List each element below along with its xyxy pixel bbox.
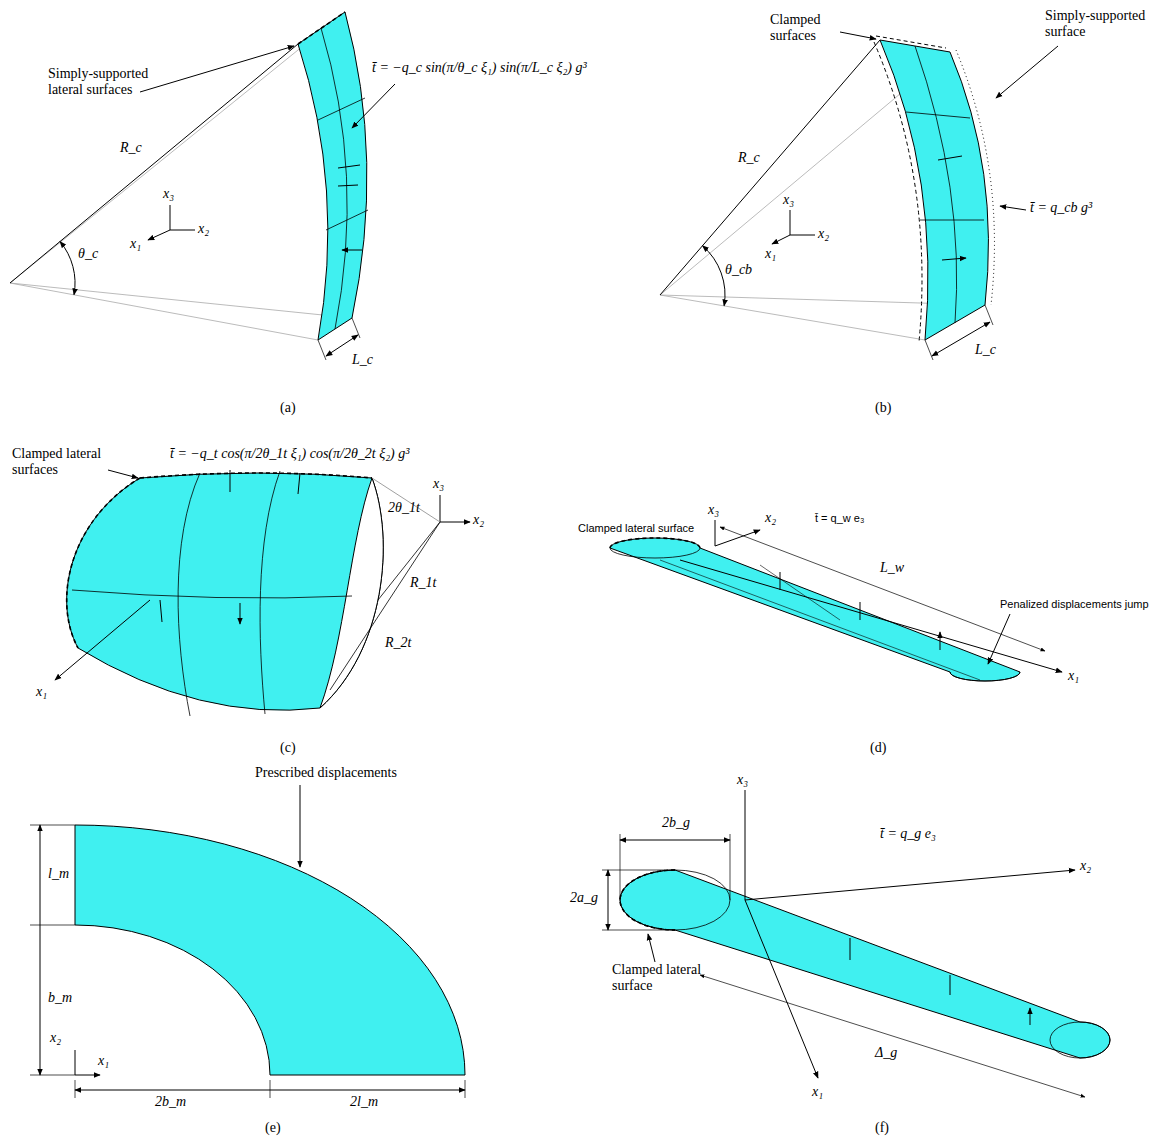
figure-label: L_c <box>352 352 373 368</box>
figure-label: Simply-supported lateral surfaces <box>48 66 173 98</box>
figure-label: x₁ <box>130 236 141 252</box>
figure-label: t̄ = −q_c sin(π/θ_c ξ₁) sin(π/L_c ξ₂) g³ <box>372 60 587 76</box>
figure-label: x₂ <box>765 510 776 526</box>
figure-label: 2b_m <box>155 1094 186 1110</box>
figure-label: t̄ = −q_t cos(π/2θ_1t ξ₁) cos(π/2θ_2t ξ₂… <box>170 446 409 462</box>
figure-label: x₃ <box>737 772 748 788</box>
figure-label: x₁ <box>98 1053 109 1069</box>
figure-label: Clamped lateral surface <box>612 962 722 994</box>
figure-label: x₃ <box>783 192 794 208</box>
figure-label: t̄ = q_g e₃ <box>880 826 936 842</box>
figure-label: x₂ <box>50 1030 61 1046</box>
figure-label: Clamped lateral surfaces <box>12 446 107 478</box>
figure-label: Clamped surfaces <box>770 12 845 44</box>
figure-label: x₂ <box>1080 858 1091 874</box>
figure-label: x₃ <box>433 476 444 492</box>
figure-label: x₃ <box>708 502 719 518</box>
figure-label: (b) <box>875 400 891 416</box>
figure-label: R_1t <box>410 575 436 591</box>
figure-label: 2b_g <box>662 815 690 831</box>
figure-label: R_c <box>120 140 142 156</box>
figure-label: 2θ_1t <box>388 500 420 516</box>
figure-label: x₂ <box>818 226 829 242</box>
figure-label: θ_cb <box>725 262 752 278</box>
figure-label: (a) <box>280 400 296 416</box>
figure-label: R_2t <box>385 635 411 651</box>
figure-label: x₂ <box>198 221 209 237</box>
figure-label: x₃ <box>163 186 174 202</box>
figure-label: Clamped lateral surface <box>578 522 694 535</box>
figure-label: Δ_g <box>875 1045 897 1061</box>
figure-label: t̄ = q_cb g³ <box>1030 200 1092 216</box>
figure-label: x₁ <box>1068 668 1079 684</box>
figure-label: x₁ <box>36 684 47 700</box>
figure-label: Prescribed displacements <box>255 765 397 781</box>
figure-label: L_c <box>975 342 996 358</box>
figure-label: (e) <box>265 1120 281 1136</box>
figure-label: (f) <box>875 1120 889 1136</box>
figure-label: l_m <box>48 866 69 882</box>
figure-label: Penalized displacements jump <box>1000 598 1149 611</box>
figure-label: L_w <box>880 560 904 576</box>
figure-label: b_m <box>48 990 72 1006</box>
figure-label: Simply-supported surface <box>1045 8 1160 40</box>
figure-label: x₁ <box>765 246 776 262</box>
figure-label: θ_c <box>78 246 98 262</box>
figure-label: (d) <box>870 740 886 756</box>
figure-label: 2a_g <box>570 890 598 906</box>
figure-label: 2l_m <box>350 1094 378 1110</box>
figure-label: t̄ = q_w e₃ <box>815 512 864 525</box>
figure-label: R_c <box>738 150 760 166</box>
figure-label: (c) <box>280 740 296 756</box>
figure-label: x₂ <box>473 512 484 528</box>
figure-label: x₁ <box>812 1084 823 1100</box>
